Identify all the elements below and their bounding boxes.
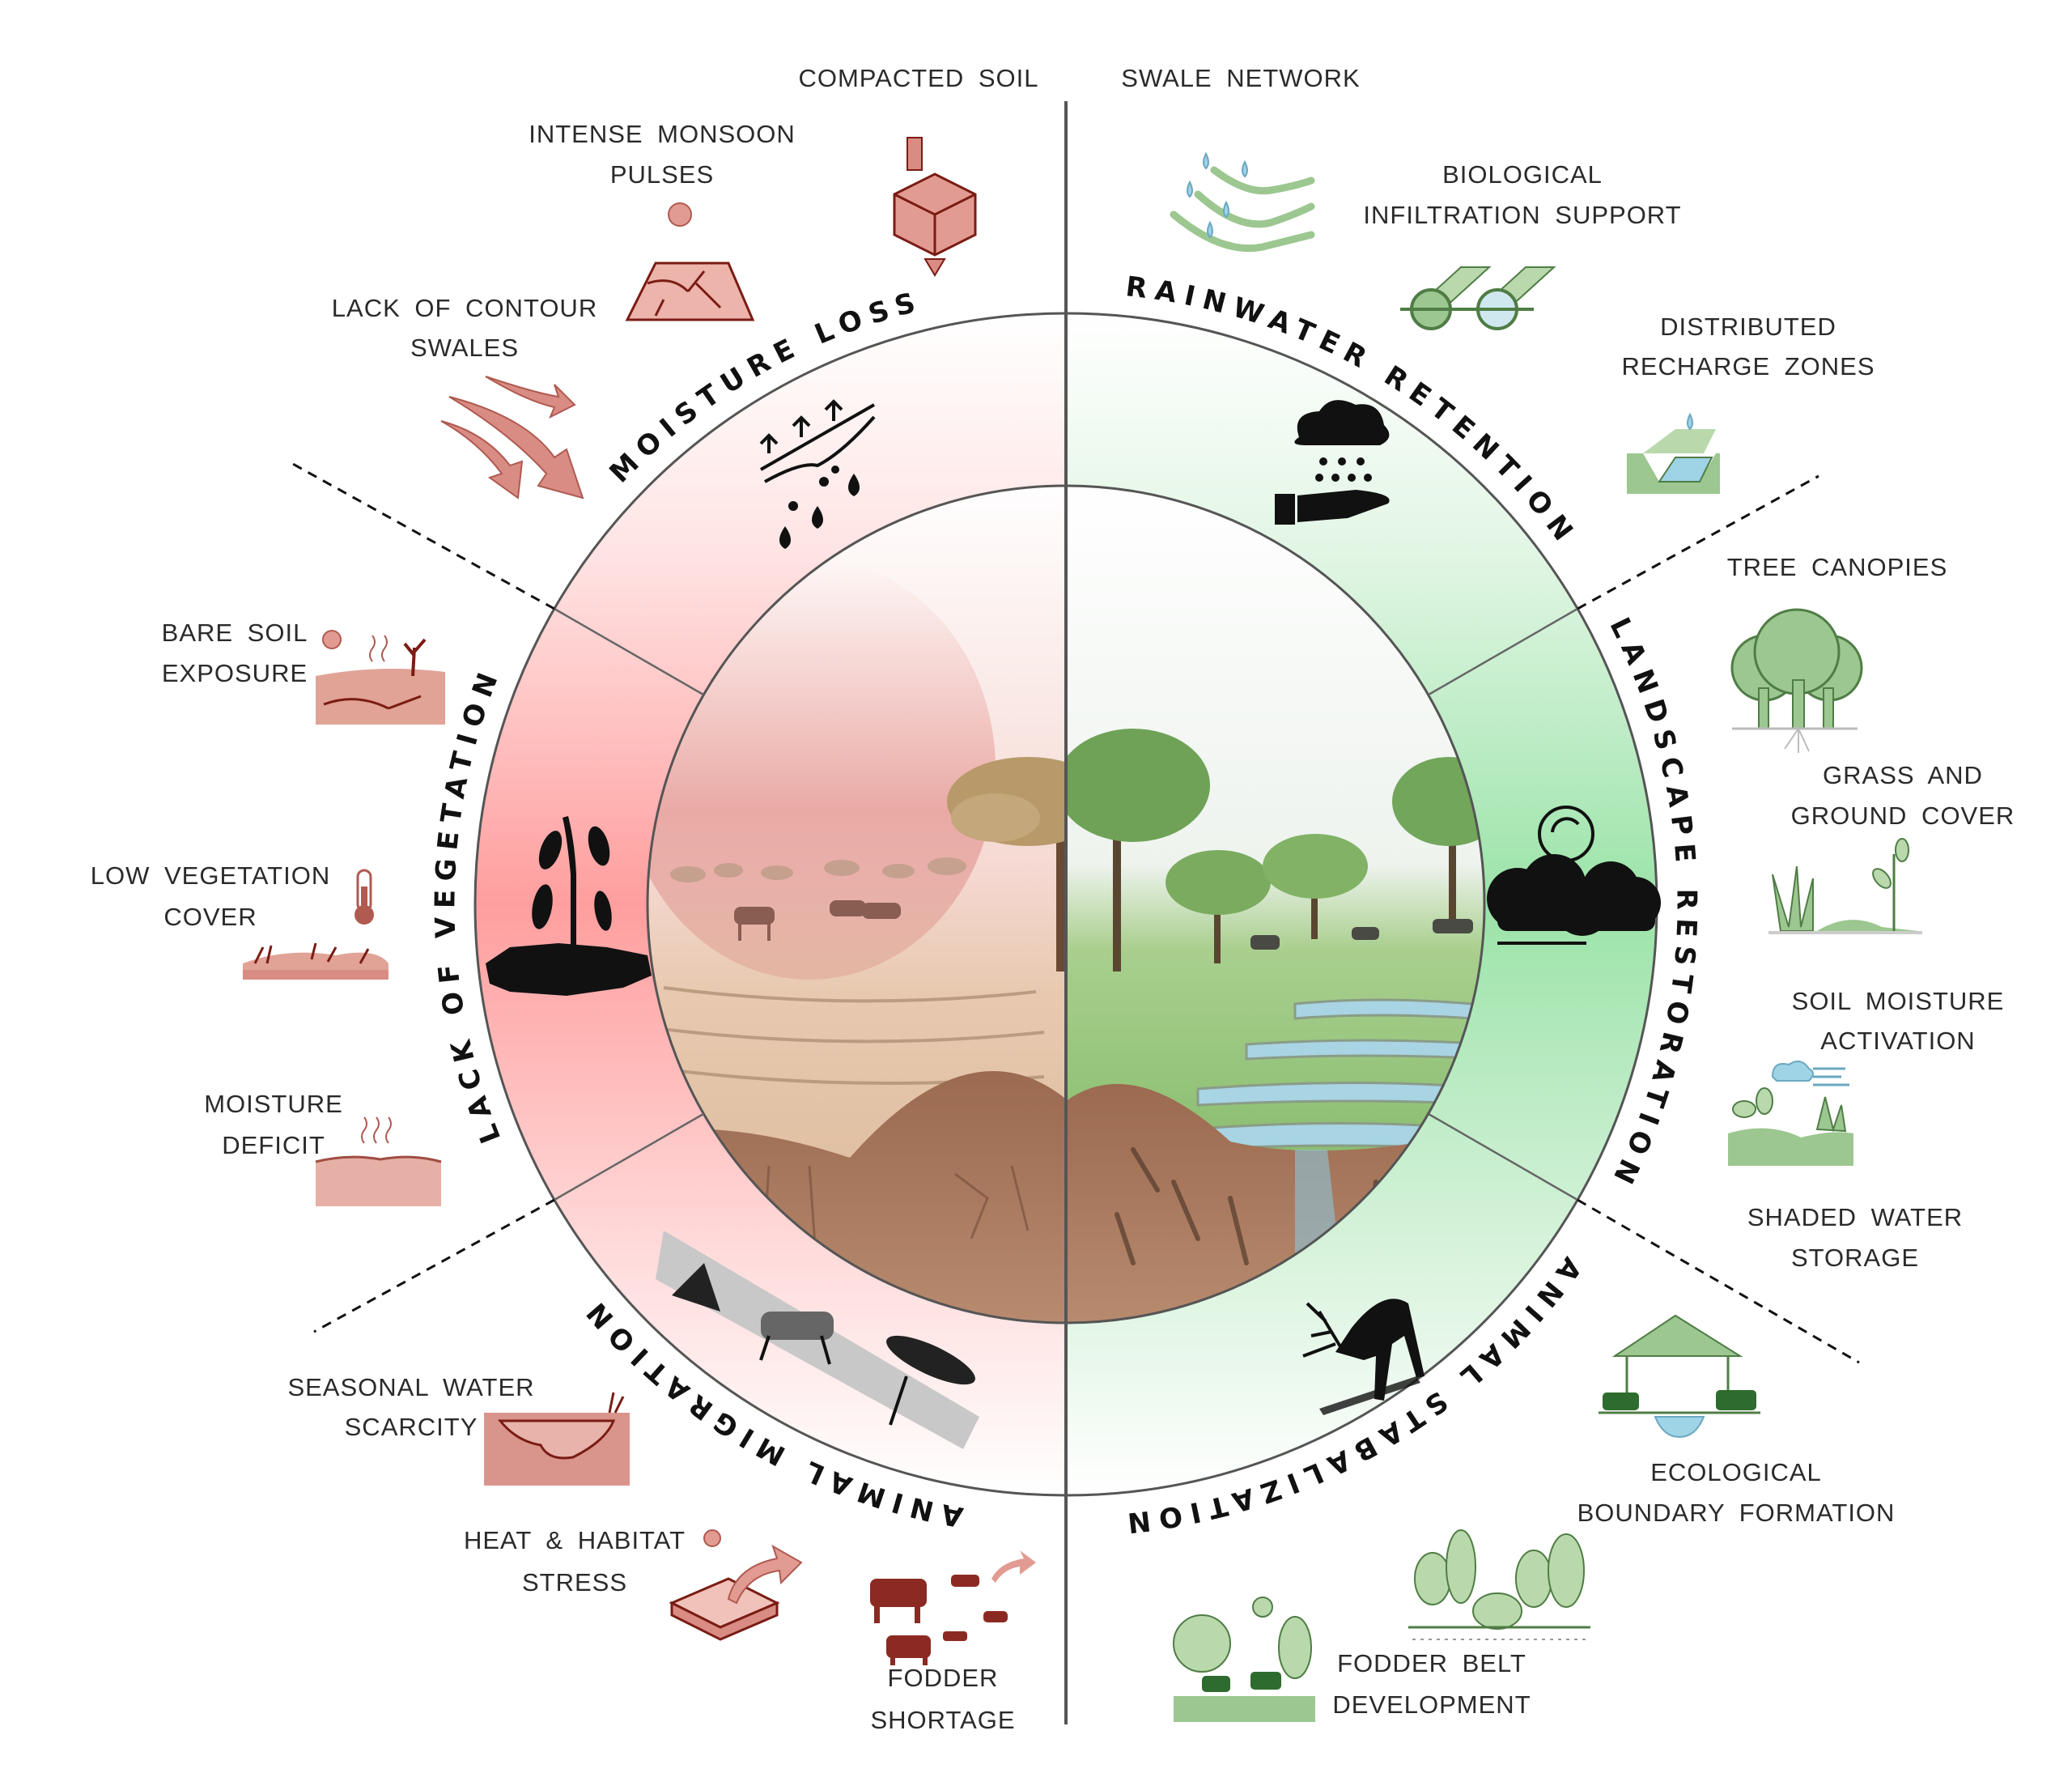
deer-drinking-icon <box>1302 1299 1424 1415</box>
solution-ecological-boundary-formation: ECOLOGICAL BOUNDARY FORMATION <box>1408 1458 1896 1640</box>
wilting-plant-icon <box>486 816 652 996</box>
solution-ring <box>1066 313 1657 1495</box>
tree-canopy-roots-icon <box>1730 608 1863 753</box>
label-line1: LACK OF CONTOUR <box>332 294 597 322</box>
label-line1: SEASONAL WATER <box>287 1373 534 1401</box>
problem-ring <box>475 313 1066 1495</box>
label-line2: RECHARGE ZONES <box>1621 352 1875 381</box>
migrating-livestock-icon <box>870 1550 1036 1665</box>
tree-row-boundary-icon <box>1408 1529 1590 1640</box>
solution-soil-moisture-activation: SOIL MOISTURE ACTIVATION <box>1728 987 2005 1166</box>
label-line1: INTENSE MONSOON <box>529 120 796 148</box>
infiltration-logs-icon <box>1400 266 1556 330</box>
label-line2: SWALES <box>410 334 519 362</box>
problem-lack-of-contour-swales: LACK OF CONTOUR SWALES <box>332 294 597 500</box>
label-line1: MOISTURE <box>204 1090 343 1118</box>
label-line1: BIOLOGICAL <box>1442 160 1603 189</box>
label: COMPACTED SOIL <box>798 64 1038 92</box>
grass-sapling-icon <box>1768 838 1922 934</box>
thermometer-sparse-grass-icon <box>243 869 388 980</box>
problem-heat-habitat-stress: HEAT & HABITAT STRESS <box>464 1526 803 1641</box>
rain-hand-icon <box>1275 400 1390 525</box>
problem-intense-monsoon-pulses: INTENSE MONSOON PULSES <box>529 120 796 321</box>
solution-distributed-recharge-zones: DISTRIBUTED RECHARGE ZONES <box>1621 313 1875 494</box>
solution-grass-ground-cover: GRASS AND GROUND COVER <box>1768 761 2015 934</box>
solution-tree-canopies: TREE CANOPIES <box>1727 553 1948 753</box>
label-line1: LOW VEGETATION <box>91 861 330 890</box>
label-line2: PULSES <box>610 160 714 189</box>
evaporating-soil-icon <box>315 1116 442 1206</box>
problem-seasonal-water-scarcity: SEASONAL WATER SCARCITY <box>287 1373 630 1486</box>
solution-biological-infiltration-support: BIOLOGICAL INFILTRATION SUPPORT <box>1363 160 1681 330</box>
segment-dividers <box>554 607 1578 1201</box>
label-line1: SOIL MOISTURE <box>1792 987 2005 1015</box>
label-line1: FODDER <box>888 1664 999 1692</box>
forest-regeneration-icon <box>1487 806 1661 945</box>
label-line2: EXPOSURE <box>162 659 308 687</box>
label-line2: STRESS <box>522 1568 627 1597</box>
runoff-arrows-icon <box>440 376 584 500</box>
label-line2: INFILTRATION SUPPORT <box>1363 201 1681 229</box>
label-line1: SHADED WATER <box>1747 1203 1963 1231</box>
label-line1: GRASS AND <box>1823 761 1983 789</box>
problem-fodder-shortage: FODDER SHORTAGE <box>870 1550 1036 1734</box>
swale-lines-drops-icon <box>1170 151 1315 253</box>
label-line2: GROUND COVER <box>1791 801 2015 830</box>
problem-low-vegetation-cover: LOW VEGETATION COVER <box>91 861 388 980</box>
solution-fodder-belt-development: FODDER BELT DEVELOPMENT <box>1173 1597 1531 1722</box>
label-line2: STORAGE <box>1791 1244 1919 1272</box>
problem-compacted-soil: COMPACTED SOIL <box>798 64 1038 277</box>
problem-moisture-deficit: MOISTURE DEFICIT <box>204 1090 442 1206</box>
cracked-ground-sun-icon <box>625 202 755 321</box>
label-line1: HEAT & HABITAT <box>464 1526 686 1554</box>
label-line2: DEFICIT <box>222 1131 325 1159</box>
label-line1: ECOLOGICAL <box>1650 1458 1822 1486</box>
label-line1: FODDER BELT <box>1337 1649 1526 1677</box>
evaporation-droplets-icon <box>759 399 876 549</box>
shaded-pond-cattle-icon <box>1599 1314 1760 1439</box>
label-line1: DISTRIBUTED <box>1660 313 1836 341</box>
dry-soil-dead-tree-icon <box>316 630 445 725</box>
label-line1: BARE SOIL <box>162 619 308 647</box>
label: SWALE NETWORK <box>1121 64 1360 92</box>
wildlife-migration-icon <box>656 1231 979 1449</box>
heated-soil-block-icon <box>669 1529 803 1641</box>
label-line2: ACTIVATION <box>1820 1027 1975 1055</box>
compacted-soil-cube-icon <box>893 137 977 277</box>
label: TREE CANOPIES <box>1727 553 1948 581</box>
solution-shaded-water-storage: SHADED WATER STORAGE <box>1599 1203 1963 1439</box>
problem-bare-soil-exposure: BARE SOIL EXPOSURE <box>162 619 445 725</box>
label-line2: COVER <box>163 903 257 931</box>
label-line2: SCARCITY <box>345 1413 478 1441</box>
label-line2: DEVELOPMENT <box>1332 1690 1531 1719</box>
plants-cloud-wind-icon <box>1728 1061 1853 1166</box>
recharge-trench-icon <box>1627 412 1720 494</box>
dashed-dividers <box>291 461 1860 1364</box>
dry-pond-icon <box>484 1392 630 1486</box>
trees-cattle-sun-icon <box>1173 1597 1315 1722</box>
label-line2: SHORTAGE <box>870 1706 1015 1734</box>
solution-swale-network: SWALE NETWORK <box>1121 64 1360 253</box>
label-line2: BOUNDARY FORMATION <box>1577 1499 1896 1527</box>
